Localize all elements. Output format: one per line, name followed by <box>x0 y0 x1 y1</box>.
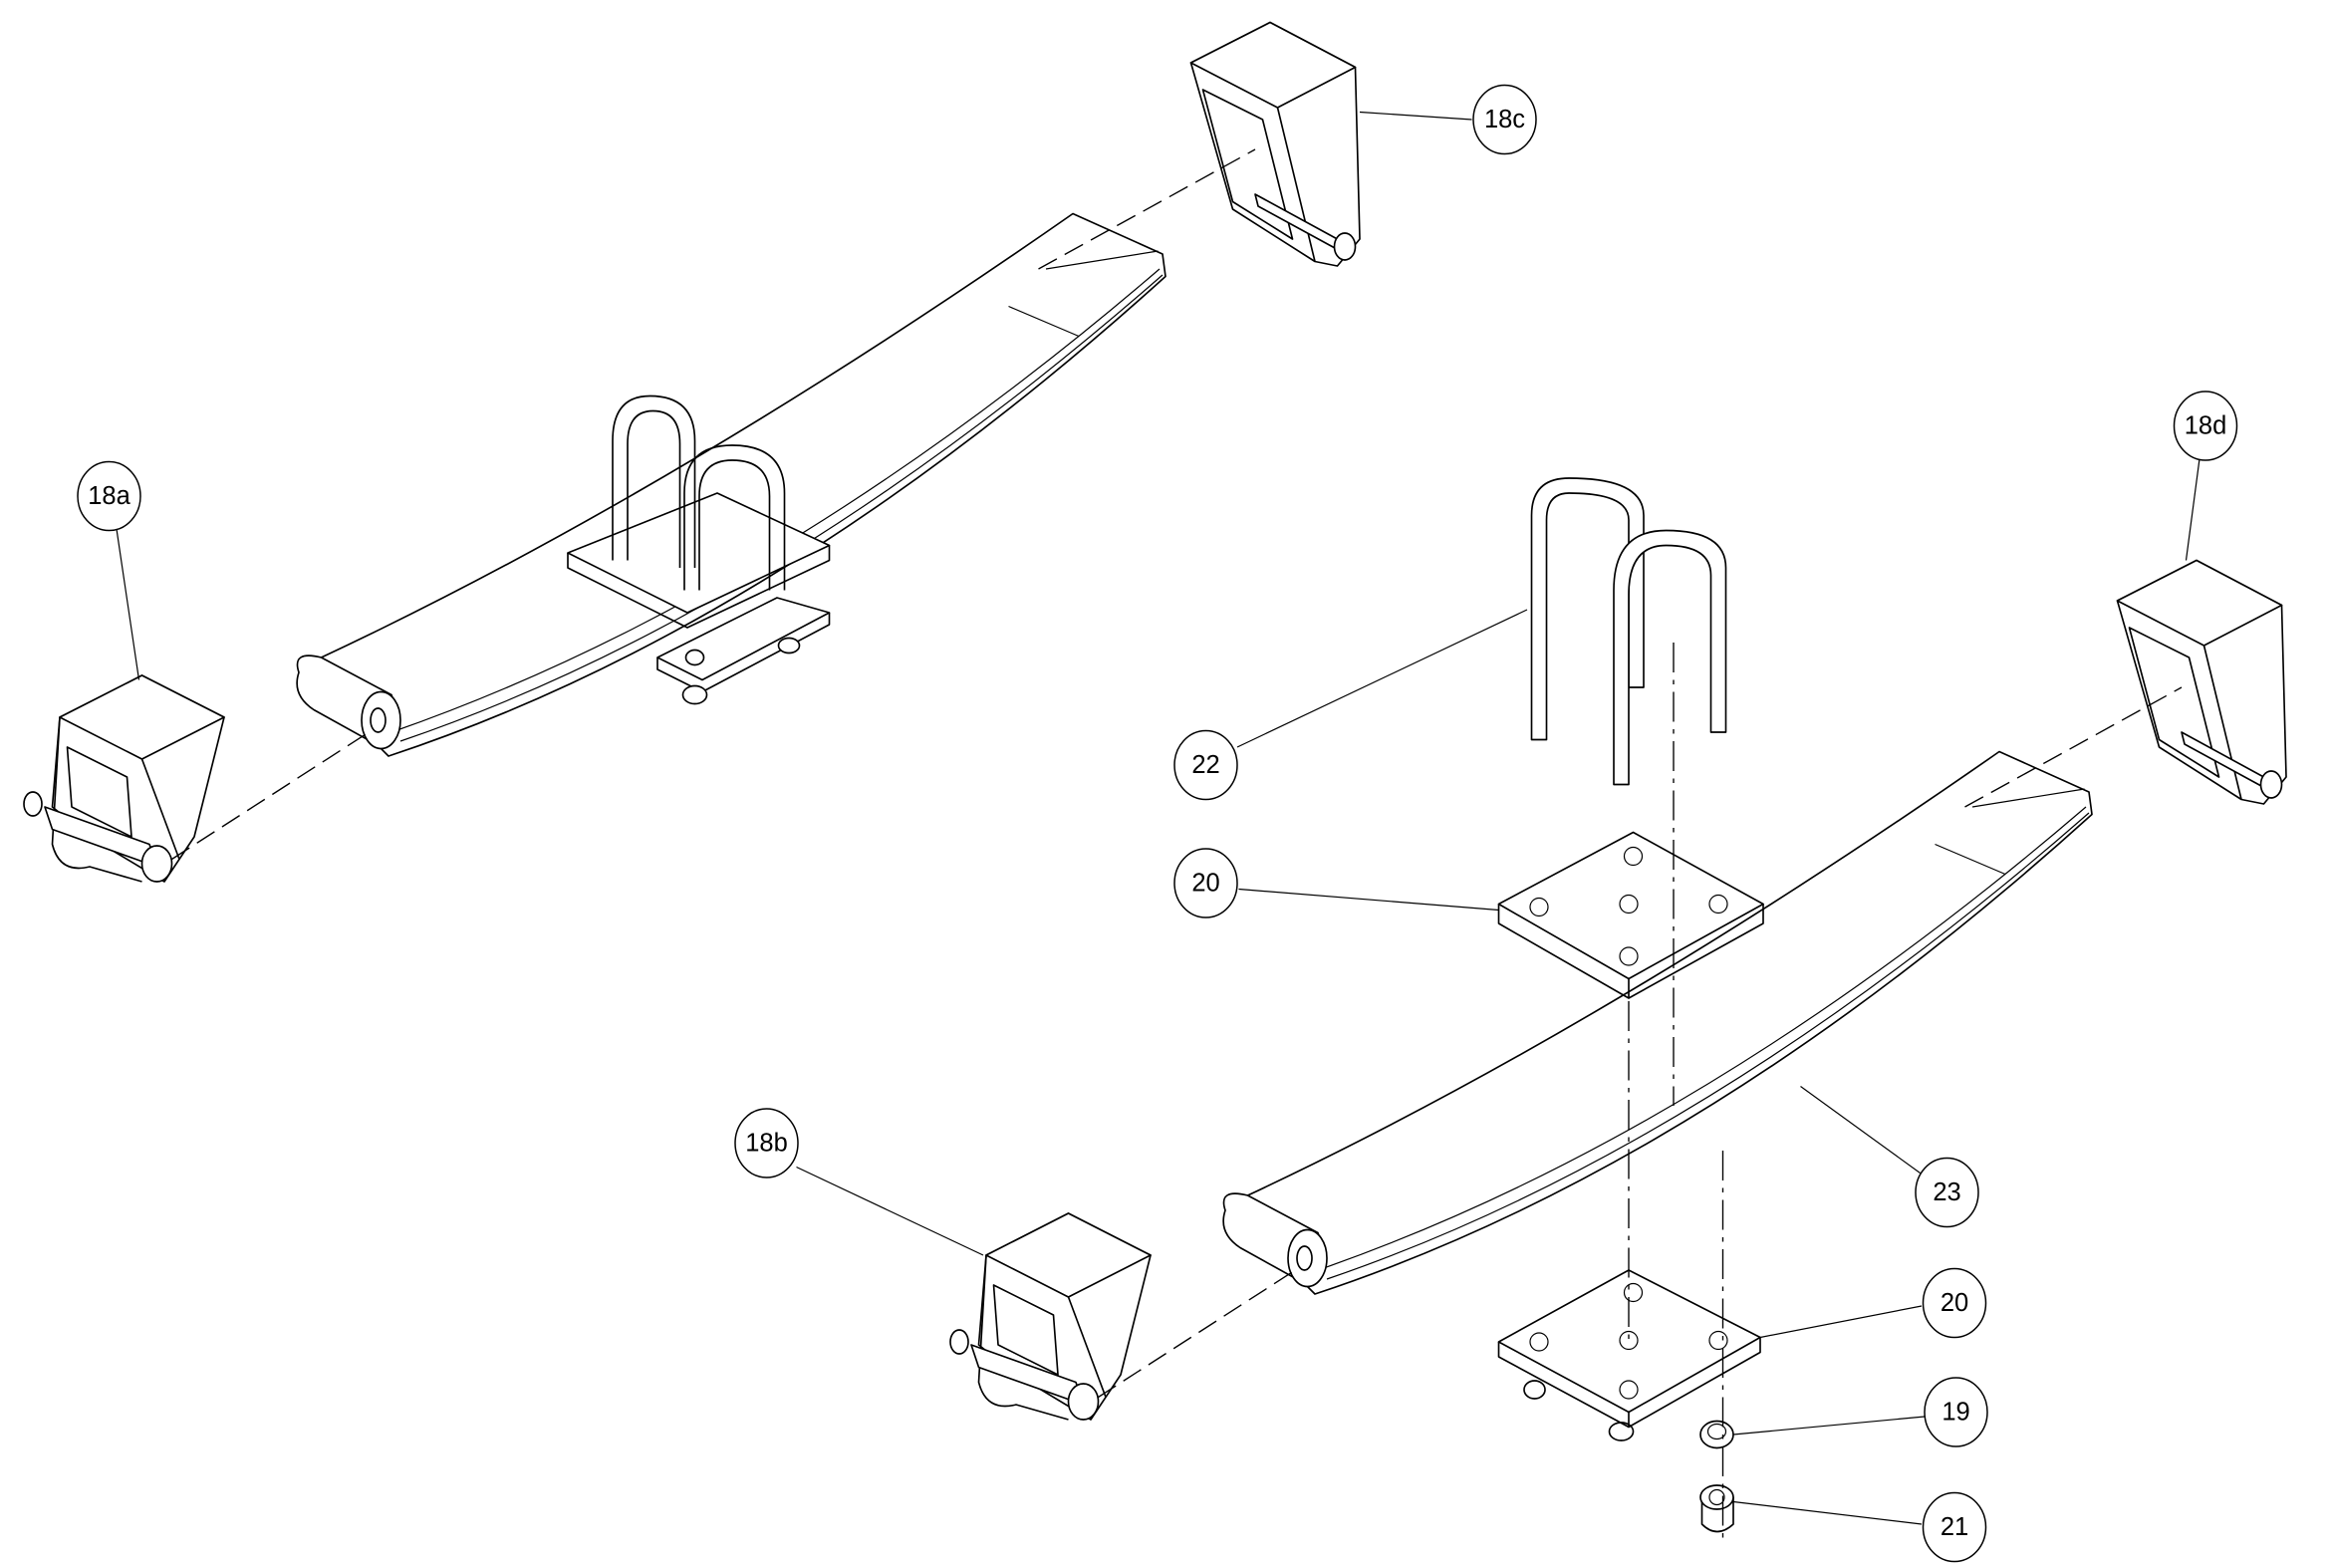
washer-19 <box>1699 1420 1734 1449</box>
hanger-18b <box>949 1212 1152 1421</box>
hanger-18a <box>23 674 225 883</box>
svg-text:20: 20 <box>1941 1289 1968 1317</box>
callout-22: 22 <box>1173 729 1238 801</box>
hanger-18c <box>1189 21 1361 267</box>
svg-text:23: 23 <box>1933 1178 1960 1206</box>
callout-21: 21 <box>1922 1491 1987 1563</box>
svg-text:20: 20 <box>1191 870 1219 898</box>
callout-23: 23 <box>1915 1157 1979 1228</box>
callout-20-bottom: 20 <box>1922 1267 1987 1339</box>
callout-20-top: 20 <box>1173 848 1238 918</box>
svg-text:18a: 18a <box>88 482 130 510</box>
svg-text:22: 22 <box>1191 751 1219 779</box>
svg-text:18c: 18c <box>1484 106 1525 133</box>
nut-21 <box>1699 1484 1734 1533</box>
plate-20-bottom <box>1497 1269 1761 1441</box>
hanger-18d <box>2116 559 2287 805</box>
callout-19: 19 <box>1924 1377 1988 1447</box>
u-bolts-22 <box>1530 477 1727 786</box>
callout-18b: 18b <box>734 1108 799 1178</box>
callout-18d: 18d <box>2173 391 2238 461</box>
callout-18c: 18c <box>1472 84 1537 155</box>
svg-text:19: 19 <box>1942 1399 1969 1427</box>
plate-20-top <box>1497 831 1764 999</box>
svg-text:21: 21 <box>1941 1513 1968 1541</box>
svg-text:18d: 18d <box>2185 412 2227 440</box>
callout-18a: 18a <box>77 460 141 532</box>
leaf-spring-assembled <box>296 212 1166 757</box>
svg-text:18b: 18b <box>745 1130 788 1158</box>
leader-lines <box>116 111 2201 1525</box>
